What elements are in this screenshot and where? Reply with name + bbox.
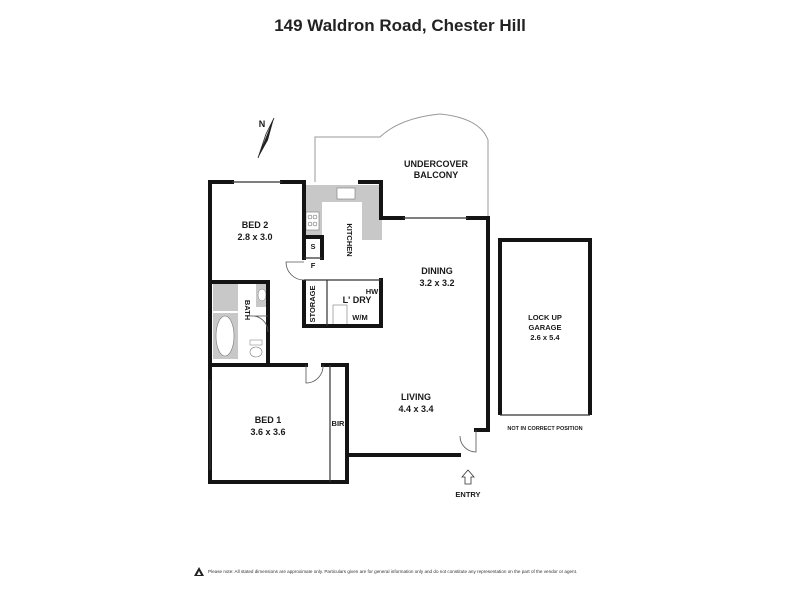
disclaimer-text: Please note: All stated dimensions are a… bbox=[208, 569, 578, 574]
garage-label: LOCK UP bbox=[528, 313, 562, 322]
wm-label: W/M bbox=[352, 313, 367, 322]
laundry-tub bbox=[332, 304, 348, 327]
balcony-label: UNDERCOVER bbox=[404, 159, 469, 169]
balcony-outline bbox=[314, 113, 489, 218]
bath-label: BATH bbox=[243, 300, 252, 320]
bir-label: BIR bbox=[332, 419, 346, 428]
bed1-name: BED 1 bbox=[255, 415, 282, 425]
dining-size: 3.2 x 3.2 bbox=[419, 278, 454, 288]
entry-arrow-icon bbox=[461, 469, 475, 485]
f-label: F bbox=[311, 261, 316, 270]
entry-label: ENTRY bbox=[455, 490, 480, 499]
compass-letter: N bbox=[259, 119, 266, 129]
garage-note: NOT IN CORRECT POSITION bbox=[507, 426, 582, 432]
kitchen-counter bbox=[303, 185, 382, 240]
garage-size: 2.6 x 5.4 bbox=[530, 333, 560, 342]
ldry-label: L' DRY bbox=[343, 295, 372, 305]
thin-walls bbox=[209, 181, 468, 482]
dining-name: DINING bbox=[421, 266, 453, 276]
kitchen-label: KITCHEN bbox=[345, 223, 354, 256]
bath-fixtures bbox=[213, 283, 269, 359]
living-size: 4.4 x 3.4 bbox=[398, 404, 433, 414]
garage-label-2: GARAGE bbox=[529, 323, 562, 332]
door-swings bbox=[249, 261, 477, 453]
bed1-size: 3.6 x 3.6 bbox=[250, 427, 285, 437]
bed2-size: 2.8 x 3.0 bbox=[237, 232, 272, 242]
bed2-name: BED 2 bbox=[242, 220, 269, 230]
garage-outline bbox=[498, 238, 592, 416]
page-title: 149 Waldron Road, Chester Hill bbox=[274, 16, 526, 35]
storage-label: STORAGE bbox=[308, 286, 317, 323]
living-name: LIVING bbox=[401, 392, 431, 402]
hw-label: HW bbox=[366, 287, 379, 296]
north-arrow-icon bbox=[257, 117, 275, 159]
balcony-label-2: BALCONY bbox=[414, 170, 459, 180]
s-label: S bbox=[310, 242, 315, 251]
brand-logo-icon bbox=[194, 567, 204, 576]
